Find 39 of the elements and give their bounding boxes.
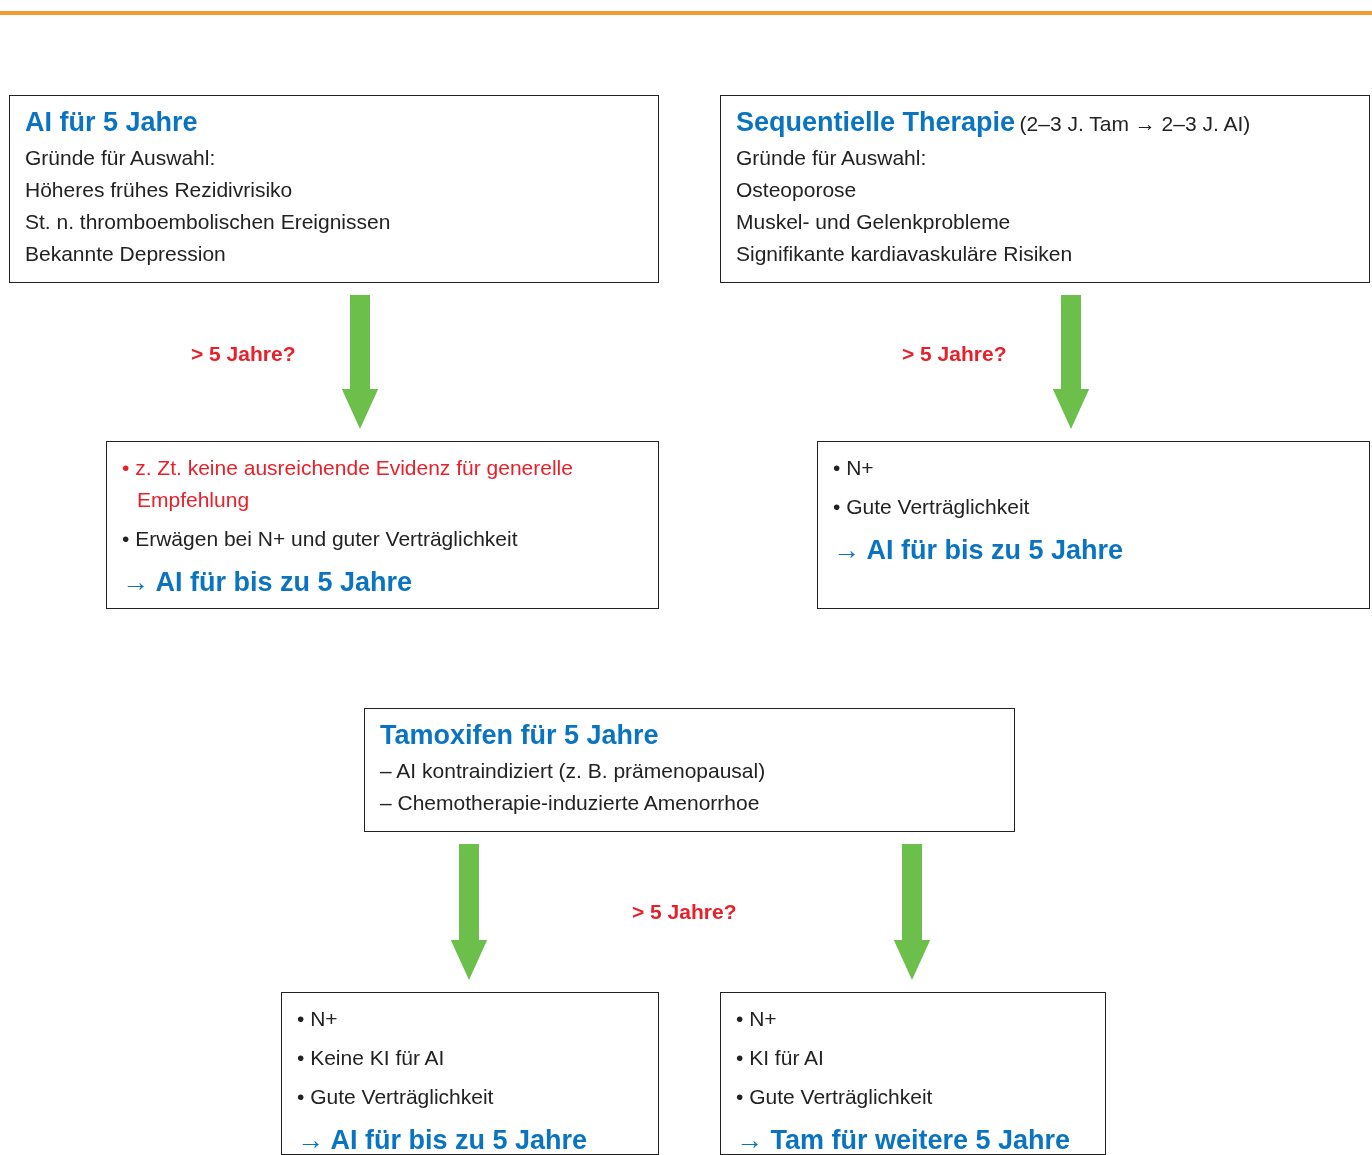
- text-box: [364, 708, 1015, 832]
- result-text: → AI für bis zu 5 Jahre: [122, 566, 414, 599]
- text-box: [720, 95, 1370, 283]
- bullet-item: • Keine KI für AI: [297, 1045, 446, 1071]
- heading-note: (2–3 J. Tam → 2–3 J. AI): [1019, 112, 1251, 135]
- body-text: Gründe für Auswahl:: [25, 145, 217, 171]
- bullet-item: • Erwägen bei N+ und guter Verträglichkeit: [122, 526, 519, 552]
- arrow: [893, 844, 931, 980]
- body-text: Osteoporose: [736, 177, 858, 203]
- bullet-item: • N+: [833, 455, 875, 481]
- body-text: St. n. thromboembolischen Ereignissen: [25, 209, 392, 235]
- body-text: Bekannte Depression: [25, 241, 227, 267]
- bullet-item: • KI für AI: [736, 1045, 825, 1071]
- body-text: Muskel- und Gelenkprobleme: [736, 209, 1012, 235]
- text-box: [720, 992, 1106, 1155]
- bullet-item: • z. Zt. keine ausreichende Evidenz für generelle Empfehlung: [122, 455, 574, 513]
- result-text: → Tam für weitere 5 Jahre: [736, 1124, 1072, 1155]
- text-box: [281, 992, 659, 1155]
- bullet-item: • N+: [297, 1006, 339, 1032]
- body-text: – Chemotherapie-induzierte Amenorrhoe: [380, 790, 761, 816]
- text-box: [106, 441, 659, 609]
- arrow: [341, 295, 379, 429]
- body-text: Höheres frühes Rezidivrisiko: [25, 177, 294, 203]
- arrow: [450, 844, 488, 980]
- bullet-item: • Gute Verträglichkeit: [833, 494, 1031, 520]
- bullet-item: • N+: [736, 1006, 778, 1032]
- result-text: → AI für bis zu 5 Jahre: [833, 534, 1125, 567]
- text-box: [817, 441, 1370, 609]
- box-heading: AI für 5 Jahre: [25, 107, 198, 137]
- body-text: Gründe für Auswahl:: [736, 145, 928, 171]
- bullet-item: • Gute Verträglichkeit: [736, 1084, 934, 1110]
- result-text: → AI für bis zu 5 Jahre: [297, 1124, 589, 1155]
- box-heading: Tamoxifen für 5 Jahre: [380, 720, 659, 750]
- bullet-item: • Gute Verträglichkeit: [297, 1084, 495, 1110]
- text-box: [9, 95, 659, 283]
- body-text: Signifikante kardiavaskuläre Risiken: [736, 241, 1074, 267]
- box-heading: Sequentielle Therapie: [736, 107, 1016, 137]
- arrow: [1052, 295, 1090, 429]
- body-text: – AI kontraindiziert (z. B. prämenopausal): [380, 758, 767, 784]
